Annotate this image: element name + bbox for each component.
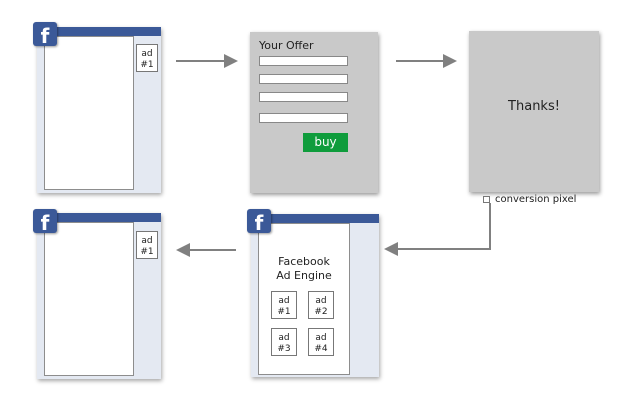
- facebook-header-bar: [37, 27, 161, 36]
- thanks-page: Thanks! conversion pixel: [469, 31, 599, 205]
- ad-label: ad: [141, 49, 153, 59]
- arrowhead-thanks: [443, 54, 457, 68]
- ad-box-1[interactable]: ad #1: [136, 44, 158, 72]
- offer-input-2[interactable]: [259, 74, 348, 84]
- ad-number: #4: [314, 344, 328, 354]
- offer-input-1[interactable]: [259, 56, 348, 66]
- offer-input-3[interactable]: [259, 92, 348, 102]
- facebook-header-bar: [37, 213, 161, 222]
- ad-box-1[interactable]: ad #1: [136, 231, 158, 259]
- ad-label: ad: [141, 236, 153, 246]
- conversion-pixel-row: conversion pixel: [483, 194, 576, 205]
- facebook-logo-icon: f: [33, 22, 57, 48]
- facebook-header-bar: [251, 214, 379, 223]
- offer-page: Your Offer buy: [250, 32, 378, 193]
- arrowhead-engine: [384, 242, 398, 256]
- ad-label: ad: [278, 333, 290, 343]
- ad-engine-title-line2: Ad Engine: [276, 269, 332, 282]
- facebook-feed: [44, 36, 134, 190]
- thanks-title: Thanks!: [508, 99, 560, 114]
- ad-number: #2: [314, 307, 328, 317]
- offer-title: Your Offer: [259, 39, 314, 52]
- engine-ad-4[interactable]: ad #4: [308, 328, 334, 356]
- ad-label: ad: [315, 333, 327, 343]
- ad-number: #1: [277, 307, 291, 317]
- arrowhead-offer: [224, 54, 238, 68]
- ad-label: ad: [278, 296, 290, 306]
- ad-number: #3: [277, 344, 291, 354]
- ad-engine-title-line1: Facebook: [278, 255, 330, 268]
- offer-input-4[interactable]: [259, 113, 348, 123]
- arrowhead-ad: [176, 243, 190, 257]
- engine-ad-2[interactable]: ad #2: [308, 291, 334, 319]
- facebook-page-bottom: ad #1: [37, 213, 161, 379]
- arrow-thanks-to-engine: [397, 203, 491, 250]
- facebook-logo-icon: f: [247, 209, 271, 235]
- facebook-logo-icon: f: [33, 209, 57, 235]
- facebook-page-top: ad #1: [37, 27, 161, 193]
- engine-ad-3[interactable]: ad #3: [271, 328, 297, 356]
- ad-number: #1: [140, 247, 154, 257]
- ad-engine-page: Facebook Ad Engine ad #1 ad #2 ad #3 ad …: [251, 214, 379, 377]
- buy-button[interactable]: buy: [303, 133, 348, 152]
- facebook-feed: [44, 222, 134, 376]
- ad-number: #1: [140, 60, 154, 70]
- ad-engine-title: Facebook Ad Engine: [259, 255, 349, 283]
- engine-ad-1[interactable]: ad #1: [271, 291, 297, 319]
- conversion-pixel-label: conversion pixel: [495, 194, 577, 205]
- ad-label: ad: [315, 296, 327, 306]
- ad-engine-panel: Facebook Ad Engine ad #1 ad #2 ad #3 ad …: [258, 223, 350, 375]
- pixel-checkbox: [483, 196, 490, 203]
